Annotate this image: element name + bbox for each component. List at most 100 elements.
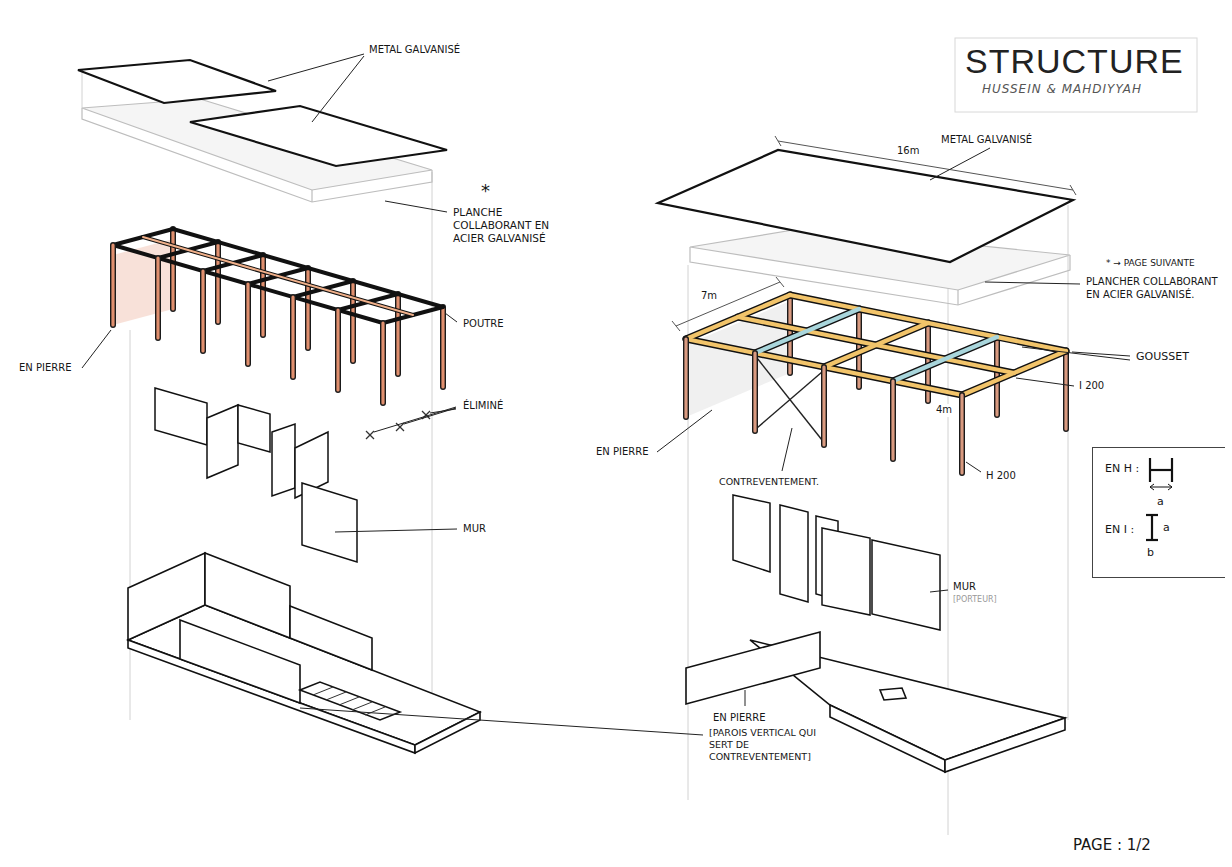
steel-beam [113, 229, 443, 323]
steel-beam [824, 323, 928, 367]
leader-line [385, 201, 447, 212]
wall-panel [238, 405, 270, 452]
profile-label: I 200 [1078, 380, 1105, 393]
dimension-line [672, 321, 680, 331]
leader-line [445, 313, 457, 322]
foundation-base [686, 632, 1065, 772]
roof-panel [78, 60, 276, 103]
material-label: EN PIERRE [712, 712, 767, 725]
steel-column [246, 284, 249, 364]
steel-column [440, 307, 446, 387]
steel-column [155, 258, 161, 338]
faint-slab [957, 290, 958, 305]
steel-beam [113, 229, 443, 323]
steel-column [215, 242, 221, 322]
wall-panel [302, 483, 357, 562]
profile-symbol [1146, 458, 1172, 540]
wall-panel [733, 495, 940, 630]
steel-column [290, 297, 296, 377]
steel-beam [893, 337, 997, 381]
leader-line [657, 410, 712, 452]
profile-symbol [1150, 469, 1172, 471]
steel-column [173, 229, 443, 387]
profile-symbol [1146, 514, 1158, 516]
leader-line [985, 282, 1080, 284]
steel-beam [824, 323, 928, 367]
foundation-base [128, 553, 480, 753]
dimension-label: 16m [896, 145, 920, 158]
construction-line [82, 72, 83, 108]
steel-column [113, 245, 383, 403]
material-label: EN PIERRE [18, 362, 73, 375]
steel-beam [962, 351, 1066, 395]
bracing [757, 358, 822, 440]
foundation-base [686, 632, 820, 704]
material-label: PLANCHE COLLABORANT EN ACIER GALVANISÉ [452, 206, 554, 245]
material-label: PLANCHER COLLABORANT EN ACIER GALVANISÉ. [1085, 276, 1222, 301]
steel-column [822, 367, 825, 445]
steel-column [306, 268, 309, 348]
part-label: MUR [462, 523, 487, 536]
steel-column [113, 245, 383, 403]
legend-text: EN H : [1105, 462, 1139, 475]
legend-text: EN I : [1105, 523, 1134, 536]
leader-line [374, 407, 456, 432]
ramp-hatch [326, 692, 346, 700]
title-text: STRUCTURE [965, 40, 1184, 83]
leader-line [430, 409, 456, 413]
steel-column [200, 271, 206, 351]
dimension-label: 4m [935, 404, 953, 417]
wall-panel [155, 388, 357, 562]
steel-beam [686, 295, 1066, 395]
steel-column [752, 353, 758, 431]
dimension-arrow [1150, 484, 1172, 490]
leader-line [404, 408, 456, 424]
ramp-hatch [313, 687, 333, 695]
roof-panel [190, 106, 447, 166]
steel-column [821, 367, 827, 445]
roof-panel [658, 150, 1073, 262]
steel-column [171, 229, 174, 309]
foundation-base [945, 718, 1065, 772]
dimension-line [1070, 185, 1076, 195]
dimension-line [778, 141, 1073, 190]
steel-column [891, 381, 894, 459]
steel-column [753, 353, 756, 431]
part-label: GOUSSET [1135, 350, 1190, 364]
steel-column [335, 310, 341, 390]
profile-symbol [1151, 515, 1153, 540]
roof-panel [78, 60, 447, 166]
legend-text: b [1147, 546, 1154, 559]
steel-beam [173, 229, 443, 307]
part-label: POUTRE [462, 318, 505, 331]
foundation-base [290, 606, 372, 670]
note-label: [PAROIS VERTICAL QUI SERT DE CONTREVENTE… [708, 727, 832, 763]
construction-line [130, 330, 131, 720]
note-label: ÉLIMINÉ [462, 400, 504, 413]
part-label: MUR [952, 581, 977, 594]
steel-column [110, 245, 116, 325]
wall-panel [872, 540, 940, 630]
dimension-line [775, 136, 781, 146]
steel-column [380, 323, 386, 403]
wall-panel [272, 424, 295, 496]
title-frame [955, 38, 1197, 112]
note-label: [PORTEUR] [952, 595, 998, 605]
leader-line [335, 529, 457, 532]
steel-column [336, 310, 339, 390]
steel-column [216, 242, 219, 322]
steel-column [170, 229, 176, 309]
steel-column [790, 295, 1066, 429]
material-label: METAL GALVANISÉ [368, 44, 461, 57]
steel-column [113, 245, 383, 403]
leader-line [745, 690, 746, 706]
title-frame [955, 38, 1197, 112]
steel-column [395, 294, 401, 374]
author-names: HUSSEIN & MAHDIYYAH [982, 82, 1142, 97]
steel-beam [755, 309, 859, 353]
ramp-hatch [339, 697, 359, 705]
profile-label: H 200 [985, 470, 1017, 483]
steel-beam [143, 237, 413, 315]
